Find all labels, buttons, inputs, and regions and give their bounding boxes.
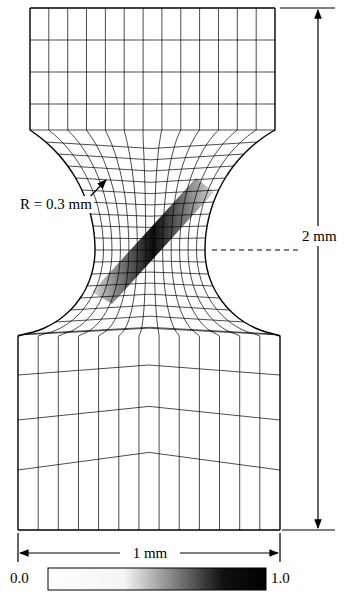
color-scale-bar [48, 568, 266, 590]
scale-label: 0.0 [8, 570, 31, 587]
mesh-line [58, 8, 112, 530]
mesh-line [87, 202, 214, 205]
finite-element-mesh [18, 8, 280, 530]
mesh-line [119, 8, 138, 530]
mesh-line [76, 178, 226, 182]
mesh-line [30, 72, 275, 73]
mesh-line [205, 8, 280, 530]
mesh-line [92, 272, 209, 274]
mesh-line [82, 190, 219, 194]
dimension-label: 2 mm [300, 228, 339, 245]
mesh-line [46, 142, 258, 149]
mesh-line [95, 250, 205, 251]
mesh-line [30, 130, 275, 131]
mesh-line [87, 283, 213, 286]
scale-label: 1.0 [269, 570, 292, 587]
mesh-line [30, 40, 275, 41]
mesh-line [18, 8, 95, 530]
mesh-line [18, 328, 280, 335]
mesh-line [139, 8, 146, 530]
mesh-line [95, 238, 206, 240]
width-dimension [18, 533, 280, 562]
mesh-line [58, 154, 244, 160]
mesh-line [18, 452, 280, 470]
height-dimension [212, 8, 335, 530]
mesh-line [93, 226, 207, 227]
specimen-ground [18, 8, 280, 530]
mesh-line [30, 104, 275, 105]
mesh-line [154, 8, 162, 530]
mesh-line [171, 8, 199, 530]
mesh-line [80, 294, 220, 298]
mesh-line [18, 406, 280, 420]
mesh-line [18, 529, 280, 530]
mesh-line [90, 214, 209, 216]
mesh-line [70, 305, 229, 310]
mesh-line [30, 7, 275, 8]
mesh-line [38, 8, 103, 530]
dimension-label: 1 mm [131, 545, 170, 562]
mesh-line [180, 8, 220, 530]
mesh-line [68, 166, 234, 171]
mesh-line [56, 316, 245, 322]
radius-label: R = 0.3 mm [18, 196, 94, 213]
mesh-line [197, 8, 260, 530]
mesh-line [94, 261, 206, 262]
mesh-line [188, 8, 240, 530]
mesh-line [18, 365, 280, 375]
mesh-line [79, 8, 121, 530]
